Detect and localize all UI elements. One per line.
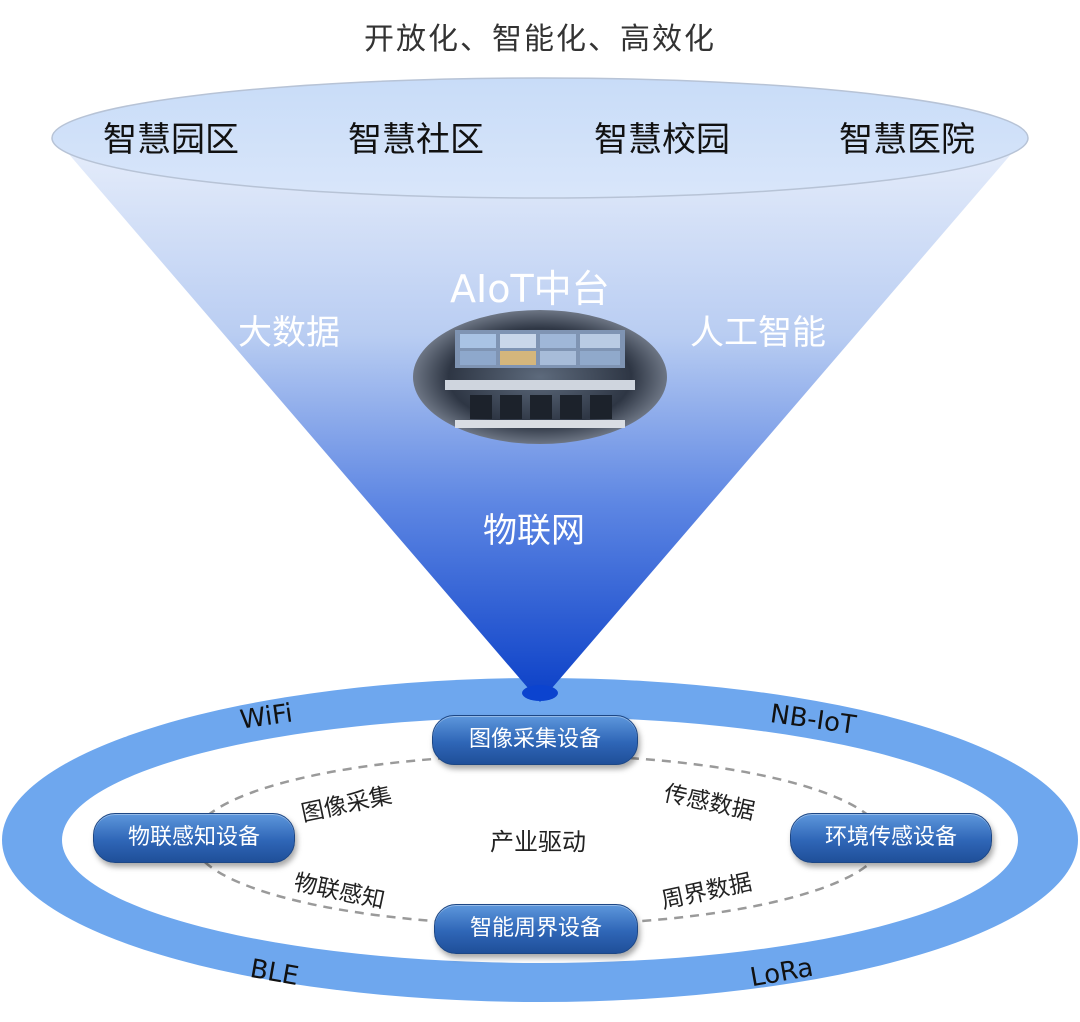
big-data-label: 大数据 <box>238 313 340 353</box>
scenario-smart-campus: 智慧校园 <box>594 120 730 160</box>
diagram-title: 开放化、智能化、高效化 <box>364 22 716 57</box>
platform-label: AIoT中台 <box>450 267 610 311</box>
device-smart-perimeter: 智能周界设备 <box>434 904 638 954</box>
ai-label: 人工智能 <box>690 313 826 353</box>
control-room-photo <box>413 310 667 444</box>
device-iot-sensing: 物联感知设备 <box>93 813 295 863</box>
scenario-ellipse <box>51 77 1029 199</box>
iot-label: 物联网 <box>483 511 585 551</box>
device-image-capture: 图像采集设备 <box>432 715 638 765</box>
scenario-smart-hospital: 智慧医院 <box>839 120 975 160</box>
scenario-smart-park: 智慧园区 <box>103 120 239 160</box>
device-environment-sensing: 环境传感设备 <box>790 813 992 863</box>
cone-tip-highlight <box>522 685 558 701</box>
scenario-smart-community: 智慧社区 <box>348 120 484 160</box>
center-label: 产业驱动 <box>490 828 586 856</box>
